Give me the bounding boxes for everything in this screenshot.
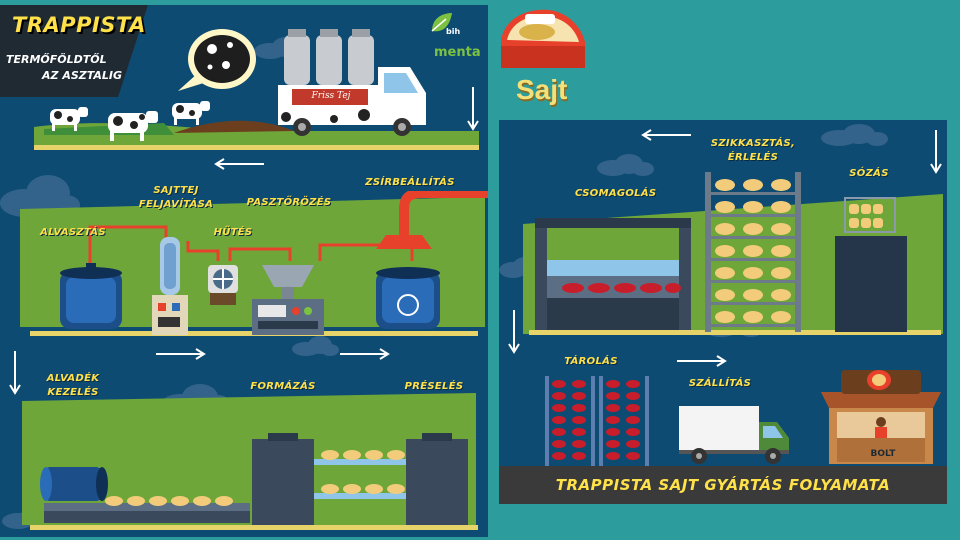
- stage-label-alvadek-line1: ALVADÉK: [46, 373, 100, 384]
- stage-label-csomagolas: CSOMAGOLÁS: [575, 188, 657, 199]
- arrow-down-icon: [467, 87, 479, 131]
- cheese-package-icon: [501, 9, 585, 68]
- stage-label-zsirbeallitas: ZSÍRBEÁLLÍTÁS: [365, 177, 455, 188]
- arrow-right-icon: [340, 348, 390, 360]
- factory-ground-row3: [22, 393, 476, 525]
- page-title: TRAPPISTA: [12, 13, 146, 37]
- arrow-left-icon: [214, 158, 264, 170]
- product-label: Sajt: [516, 74, 568, 105]
- factory-ground-row2: [20, 197, 485, 327]
- milk-enhancement-column-icon: [152, 237, 188, 335]
- stage-label-szallitas: SZÁLLÍTÁS: [688, 378, 752, 389]
- arrow-right-icon: [677, 355, 727, 367]
- diagram-caption: TRAPPISTA SAJT GYÁRTÁS FOLYAMATA: [555, 476, 891, 494]
- curd-drum-icon: [40, 467, 108, 501]
- stage-label-sajttej-line2: FELJAVÍTÁSA: [138, 199, 214, 210]
- stage-label-szikkasztas-line1: SZIKKASZTÁS,: [710, 138, 796, 149]
- arrow-left-icon: [641, 129, 691, 141]
- shop-sign: BOLT: [870, 449, 896, 459]
- arrow-right-icon: [156, 348, 206, 360]
- milk-splash-bubble-icon: [178, 29, 256, 91]
- subtitle-line1: TERMŐFÖLDTŐL: [6, 53, 107, 66]
- storage-rack-icon: [545, 376, 649, 468]
- conveyor-belt-icon: [44, 496, 250, 523]
- cloud-icon: [597, 154, 654, 176]
- stage-label-alvadek-line2: KEZELÉS: [47, 387, 99, 398]
- stage-label-preseles: PRÉSELÉS: [404, 381, 464, 392]
- salting-tank-icon: [835, 197, 907, 332]
- cheese-shop-icon: [821, 370, 941, 464]
- cloud-icon: [821, 124, 888, 146]
- delivery-truck-icon: [679, 406, 789, 464]
- stage-label-sozas: SÓZÁS: [849, 168, 889, 179]
- cloud-icon: [292, 336, 339, 356]
- logo-top-text: bih: [446, 27, 461, 36]
- floor-line: [30, 525, 478, 530]
- title-banner: [0, 5, 148, 97]
- subtitle-line2: AZ ASZTALIG: [42, 69, 123, 82]
- ripening-rack-icon: [705, 172, 801, 332]
- arrow-down-icon: [930, 130, 942, 174]
- stage-label-tarolas: TÁROLÁS: [564, 356, 618, 367]
- pipe-network: [88, 191, 488, 267]
- stage-label-hutes: HŰTÉS: [213, 227, 253, 238]
- molding-machine-icon: [252, 433, 468, 525]
- curdling-tank-icon: [60, 263, 122, 329]
- cow-icon: [108, 111, 158, 141]
- floor-line: [34, 145, 479, 150]
- logo-bottom-text: menta: [434, 45, 481, 60]
- leaf-logo-icon: [431, 13, 452, 32]
- cow-icon: [172, 101, 210, 125]
- stage-label-sajttej-line1: SAJTTEJ: [153, 185, 199, 196]
- stage-label-pasztorozes: PASZTŐRÖZÉS: [246, 197, 332, 208]
- pasteurizer-machine-icon: [252, 265, 324, 335]
- cooling-unit-fan-icon: [208, 265, 238, 305]
- arrow-down-icon: [508, 310, 520, 354]
- stage-label-szikkasztas-line2: ÉRLELÉS: [727, 152, 779, 163]
- stage-label-formazas: FORMÁZÁS: [250, 381, 316, 392]
- fat-adjustment-tank-icon: [376, 267, 440, 329]
- milk-truck-icon: [278, 29, 426, 136]
- caption-bar: [499, 466, 947, 504]
- truck-label: Friss Tej: [311, 91, 351, 101]
- left-process-panel: TRAPPISTA TERMŐFÖLDTŐL AZ ASZTALIG bih m…: [0, 5, 488, 537]
- packaging-machine-icon: [535, 218, 691, 330]
- floor-line: [529, 330, 941, 335]
- cow-icon: [50, 107, 88, 131]
- arrow-down-icon: [9, 351, 21, 395]
- stage-label-alvasztas: ALVASZTÁS: [40, 227, 106, 238]
- right-process-panel: CSOMAGOLÁS SZIKKASZTÁS, ÉRLELÉS SÓZÁS TÁ…: [499, 120, 947, 504]
